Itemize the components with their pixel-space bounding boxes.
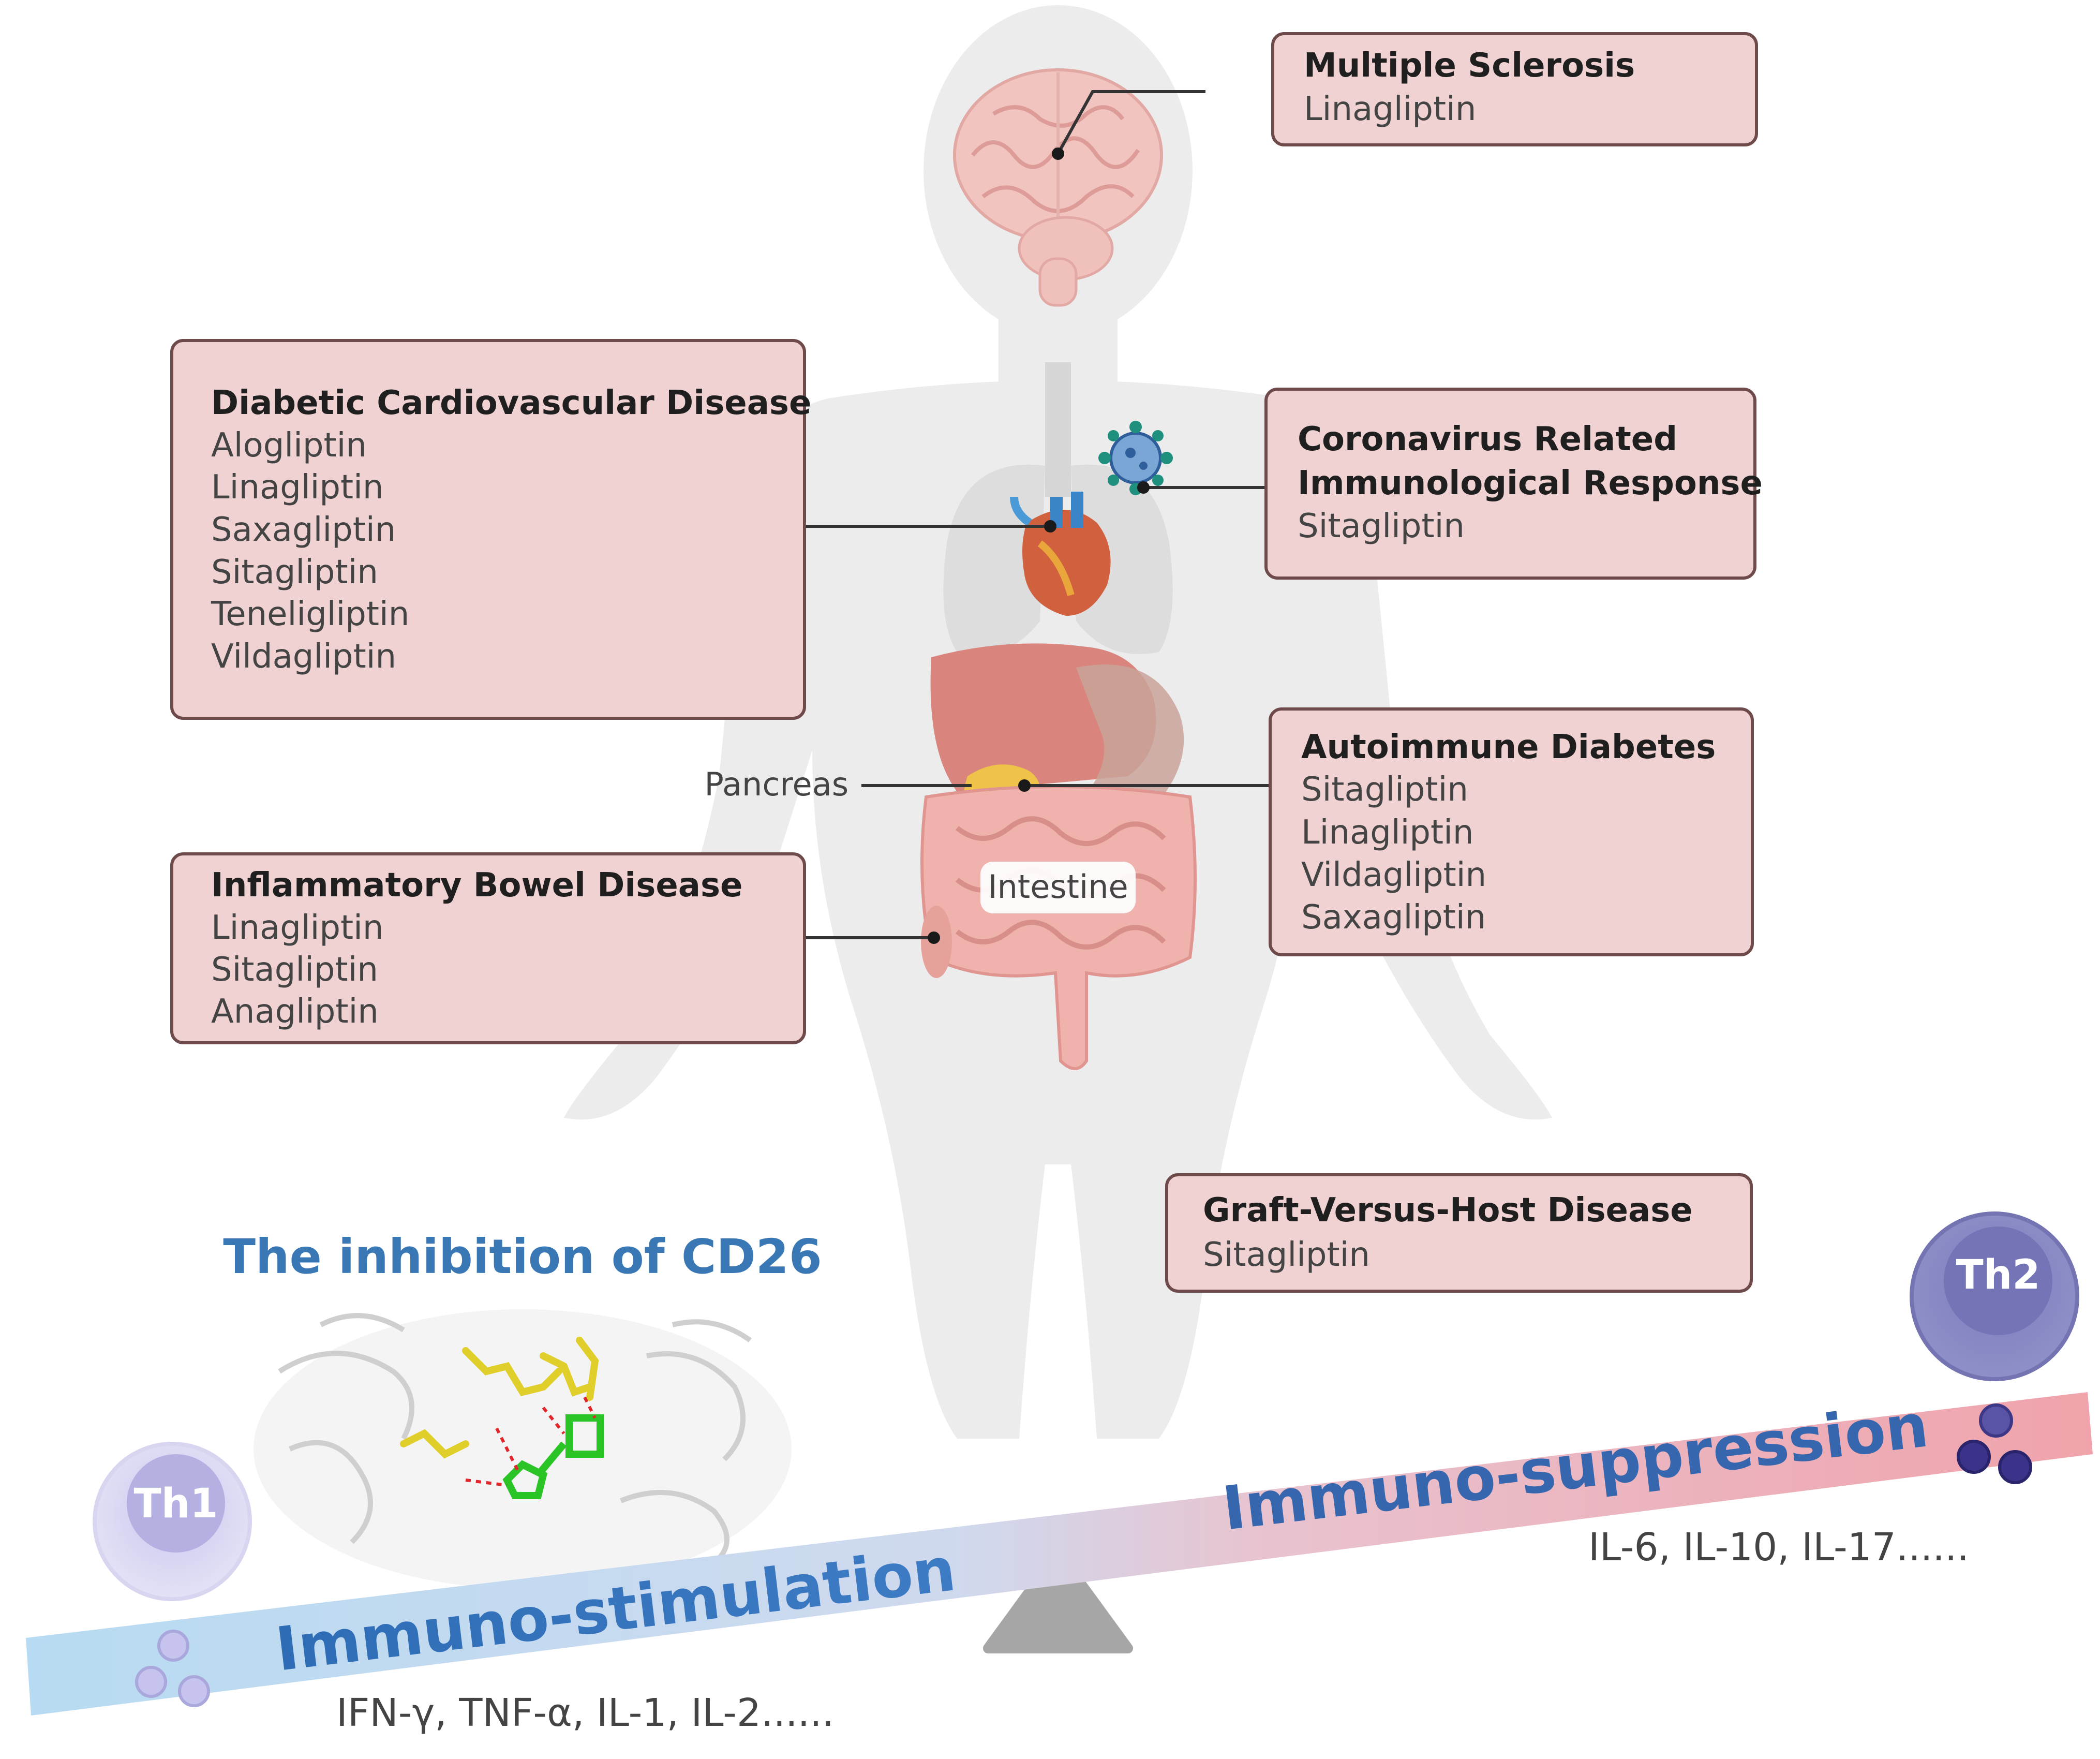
box-title: Autoimmune Diabetes <box>1301 728 1716 766</box>
th2-cell-icon: Th2 <box>1910 1211 2079 1381</box>
box-title: Inflammatory Bowel Disease <box>211 866 742 905</box>
intestine-label: Intestine <box>988 868 1128 906</box>
box-ibd: Inflammatory Bowel Disease Linagliptin S… <box>170 852 806 1044</box>
drug-item: Linagliptin <box>211 468 383 507</box>
th1-cell-icon: Th1 <box>93 1442 252 1601</box>
pancreas-label: Pancreas <box>704 765 848 803</box>
drug-item: Vildagliptin <box>211 638 396 676</box>
box-coronavirus: Coronavirus Related Immunological Respon… <box>1264 388 1763 580</box>
drug-item: Sitagliptin <box>1301 771 1468 809</box>
box-title: Multiple Sclerosis <box>1304 47 1635 85</box>
drug-item: Saxagliptin <box>1301 898 1486 937</box>
drug-item: Sitagliptin <box>211 553 378 592</box>
cd26-title: The inhibition of CD26 <box>223 1229 822 1284</box>
immuno-suppression-label: Immuno-suppression <box>1219 1391 1932 1544</box>
virus-icon <box>1098 421 1173 495</box>
drug-item: Teneligliptin <box>211 595 409 633</box>
lungs-icon <box>943 362 1173 654</box>
drug-item: Sitagliptin <box>1298 507 1465 545</box>
heart-icon <box>1010 492 1111 616</box>
balance-beam <box>26 1392 2093 1716</box>
th1-cytokine-beads <box>135 1630 210 1707</box>
box-title-line-1: Coronavirus Related <box>1298 420 1677 459</box>
fulcrum <box>983 1547 1133 1653</box>
th2-label: Th2 <box>1956 1252 2040 1298</box>
drug-item: Vildagliptin <box>1301 856 1486 894</box>
box-gvhd: Graft-Versus-Host Disease Sitagliptin <box>1165 1173 1753 1293</box>
drug-item: Sitagliptin <box>1203 1236 1370 1274</box>
drug-item: Alogliptin <box>211 426 367 465</box>
box-autoimmune-diabetes: Autoimmune Diabetes Sitagliptin Linaglip… <box>1269 707 1754 956</box>
th1-label: Th1 <box>133 1481 218 1527</box>
connectors <box>805 90 1270 944</box>
drug-item: Saxagliptin <box>211 511 396 549</box>
intestine-label-bg <box>980 862 1136 913</box>
th2-cytokine-beads <box>1957 1403 2032 1484</box>
box-title: Graft-Versus-Host Disease <box>1203 1191 1693 1230</box>
box-multiple-sclerosis: Multiple Sclerosis Linagliptin <box>1271 32 1758 146</box>
box-diabetic-cvd: Diabetic Cardiovascular Disease Aloglipt… <box>170 339 811 720</box>
drug-item: Linagliptin <box>1301 814 1473 852</box>
box-title-line-2: Immunological Response <box>1298 464 1763 502</box>
suppression-cytokines: IL-6, IL-10, IL-17...... <box>1588 1525 1969 1570</box>
drug-item: Linagliptin <box>211 909 383 947</box>
box-title: Diabetic Cardiovascular Disease <box>211 384 811 422</box>
drug-item: Sitagliptin <box>211 951 378 989</box>
cd26-structure-image <box>254 1309 792 1589</box>
drug-item: Linagliptin <box>1304 90 1476 128</box>
drug-item: Anagliptin <box>211 993 379 1031</box>
stimulation-cytokines: IFN-γ, TNF-α, IL-1, IL-2...... <box>336 1691 834 1735</box>
liver-stomach-icon <box>930 643 1184 823</box>
